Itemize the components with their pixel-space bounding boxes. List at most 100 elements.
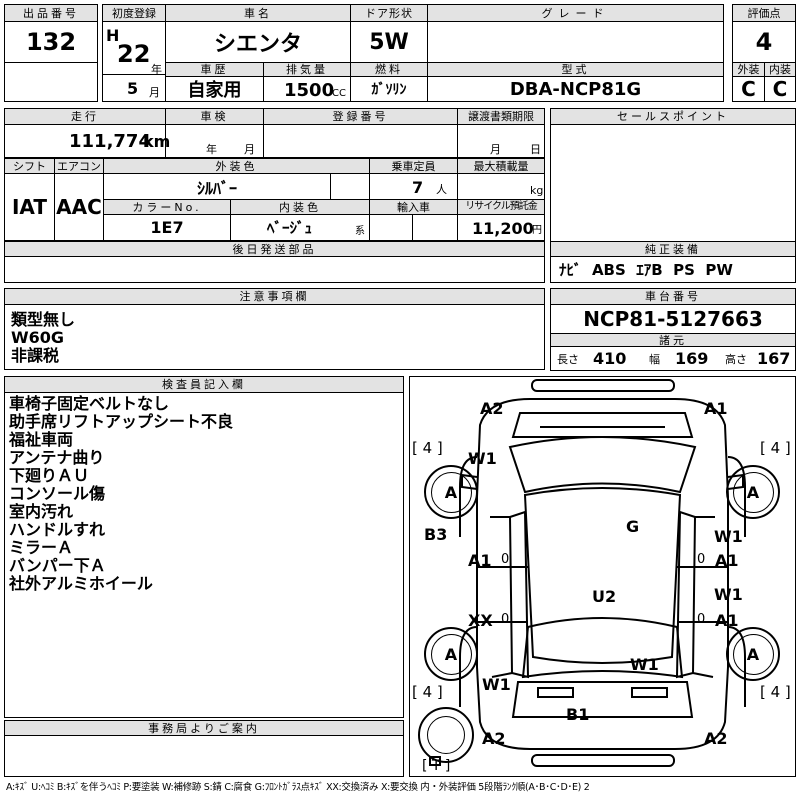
regno-label: 登録番号 [263, 108, 458, 125]
maxload-label: 最大積載量 [457, 158, 545, 174]
capacity-unit: 人 [436, 183, 447, 196]
import-cell-1 [369, 214, 413, 241]
mark-w1-rear-left: W1 [482, 675, 511, 694]
wheel-front-left: A [424, 465, 478, 519]
first-reg-year-box: H 22 年 [102, 21, 166, 75]
car-name-label: 車名 [165, 4, 351, 22]
tread-front-left: [ 4 ] [412, 439, 443, 457]
note-line: 非課税 [11, 346, 60, 365]
recycle-box: 11,200 円 [457, 214, 545, 241]
door-type: 5W [350, 21, 428, 63]
ext-color-label: 外装色 [103, 158, 370, 174]
int-score: C [764, 76, 796, 102]
height-value: 167 [757, 349, 791, 368]
shift-label: シフト [4, 158, 55, 174]
int-color-label: 内装色 [230, 199, 370, 215]
spare-tire-mark: [ T ] [422, 758, 451, 774]
inspector-line: 社外アルミホイール [9, 574, 153, 593]
length-label: 長さ [557, 353, 579, 366]
spec-box: 長さ 410 幅 169 高さ 167 [550, 346, 796, 371]
int-color-box: ﾍﾞｰｼﾞｭ 系 [230, 214, 370, 241]
mark-zero-right-2: 0 [697, 612, 706, 627]
recycle-fee: 11,200 [472, 219, 534, 238]
score-label: 評価点 [732, 4, 796, 22]
inspector-line: バンパー下Ａ [9, 556, 106, 575]
regno-value [263, 124, 458, 158]
import-cell-2 [412, 214, 458, 241]
ext-score: C [732, 76, 765, 102]
mark-zero-left-2: 0 [501, 612, 510, 627]
inspector-line: ミラーＡ [9, 538, 74, 557]
chassis-label: 車台番号 [550, 288, 796, 305]
grade-label: グレード [427, 4, 724, 22]
mark-g-windshield: G [626, 517, 640, 536]
capacity: 7 [412, 178, 424, 197]
tread-front-right: [ 4 ] [760, 439, 791, 457]
wheel-rear-right: A [726, 627, 780, 681]
spec-label: 諸元 [550, 333, 796, 347]
reg-year-unit: 年 [151, 63, 162, 76]
ext-color-extra [330, 173, 370, 200]
note-line: W60G [11, 328, 65, 347]
ac-label: エアコン [54, 158, 104, 174]
colorno-label: カラーNo. [103, 199, 231, 215]
transfer-label: 譲渡書類期限 [457, 108, 545, 125]
mark-a1-right-2: A1 [715, 611, 739, 630]
import-label: 輸入車 [369, 199, 458, 215]
car-diagram: A A A A A2 A1 [ 4 ] [ 4 ] W1 B3 G W1 A1 … [409, 376, 796, 777]
spare-wheel-hub [426, 715, 466, 755]
mark-b1-rear: B1 [566, 705, 590, 724]
car-name: シエンタ [165, 21, 351, 63]
inspector-line: ハンドルすれ [9, 520, 106, 539]
mileage-unit: km [143, 132, 171, 151]
mileage-box: 111,774 km [4, 124, 170, 158]
mark-w1-right-2: W1 [714, 585, 743, 604]
inspector-box: 車椅子固定ベルトなし 助手席リフトアップシート不良 福祉車両 アンテナ曲り 下廻… [4, 392, 404, 718]
notes-label: 注意事項欄 [4, 288, 545, 305]
later-parts-value [4, 256, 545, 283]
equipment-box: ﾅﾋﾞ ABS ｴｱB PS PW [550, 256, 796, 283]
office-value [4, 735, 404, 777]
sales-point-value [550, 124, 796, 242]
mark-a2-rear-left: A2 [482, 729, 506, 748]
chassis-number: NCP81-5127663 [550, 304, 796, 334]
mark-a2-rear-right: A2 [704, 729, 728, 748]
displacement-box: 1500 CC [263, 76, 351, 102]
inspector-line: 下廻りＡＵ [9, 466, 90, 485]
mark-zero-left-1: 0 [501, 552, 510, 567]
mark-w1-right-1: W1 [714, 527, 743, 546]
tread-rear-left: [ 4 ] [412, 683, 443, 701]
car-outline-drawing [429, 379, 746, 767]
wheel-front-left-mark: A [430, 471, 472, 513]
history: 自家用 [165, 76, 264, 102]
wheel-rear-left-mark: A [430, 633, 472, 675]
wheel-front-right-mark: A [732, 471, 774, 513]
mark-xx-left: XX [468, 611, 493, 630]
ext-color: ｼﾙﾊﾞｰ [103, 173, 331, 200]
lot-no: 132 [4, 21, 98, 63]
shift: IAT [4, 173, 55, 241]
tread-rear-right: [ 4 ] [760, 683, 791, 701]
int-score-label: 内装 [764, 62, 796, 77]
displacement-unit: CC [332, 88, 346, 99]
capacity-box: 7 人 [369, 173, 458, 200]
colorno: 1E7 [103, 214, 231, 241]
mark-zero-right-1: 0 [697, 552, 706, 567]
reg-year: 22 [117, 40, 151, 68]
inspector-line: 福祉車両 [9, 430, 74, 449]
transfer-box: 月 日 [457, 124, 545, 158]
model-code: DBA-NCP81G [427, 76, 724, 102]
transfer-month-unit: 月 [490, 143, 501, 156]
reg-month: 5 [127, 79, 139, 98]
inspection-month-unit: 月 [244, 143, 255, 156]
inspection-box: 年 月 [165, 124, 264, 158]
mark-w1-front-left: W1 [468, 449, 497, 468]
mark-b3: B3 [424, 525, 448, 544]
recycle-label: リサイクル預託金 [457, 199, 545, 215]
wheel-front-right: A [726, 465, 780, 519]
displacement-label: 排気量 [263, 62, 351, 77]
inspector-line: アンテナ曲り [9, 448, 105, 467]
note-line: 類型無し [11, 310, 76, 329]
office-label: 事務局よりご案内 [4, 720, 404, 736]
door-label: ドア形状 [350, 4, 428, 22]
